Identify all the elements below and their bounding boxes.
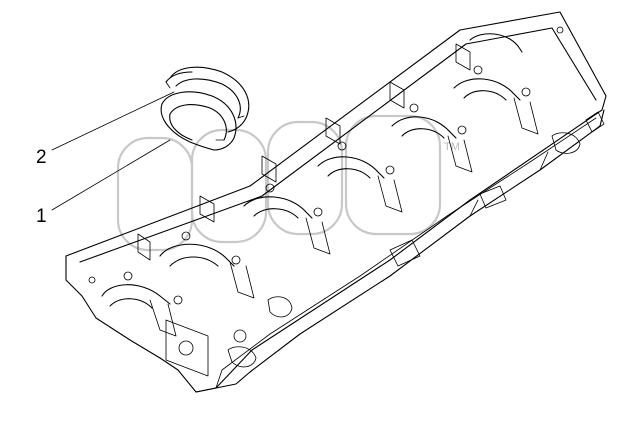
leader-line-2 (51, 91, 175, 151)
thrust-washer-1 (160, 91, 237, 151)
side-bosses (389, 111, 605, 267)
callout-2: 2 (36, 147, 47, 168)
bearing-saddles (101, 33, 523, 309)
engine-block (65, 11, 607, 393)
thrust-washer-2 (165, 66, 250, 133)
bolt-holes (88, 26, 564, 305)
watermark-logo: TM (116, 114, 460, 252)
leader-line-1 (51, 139, 171, 211)
watermark-tm: TM (444, 141, 460, 153)
front-end-detail (165, 296, 293, 377)
callout-1: 1 (36, 206, 47, 227)
bulkheads (137, 43, 539, 337)
